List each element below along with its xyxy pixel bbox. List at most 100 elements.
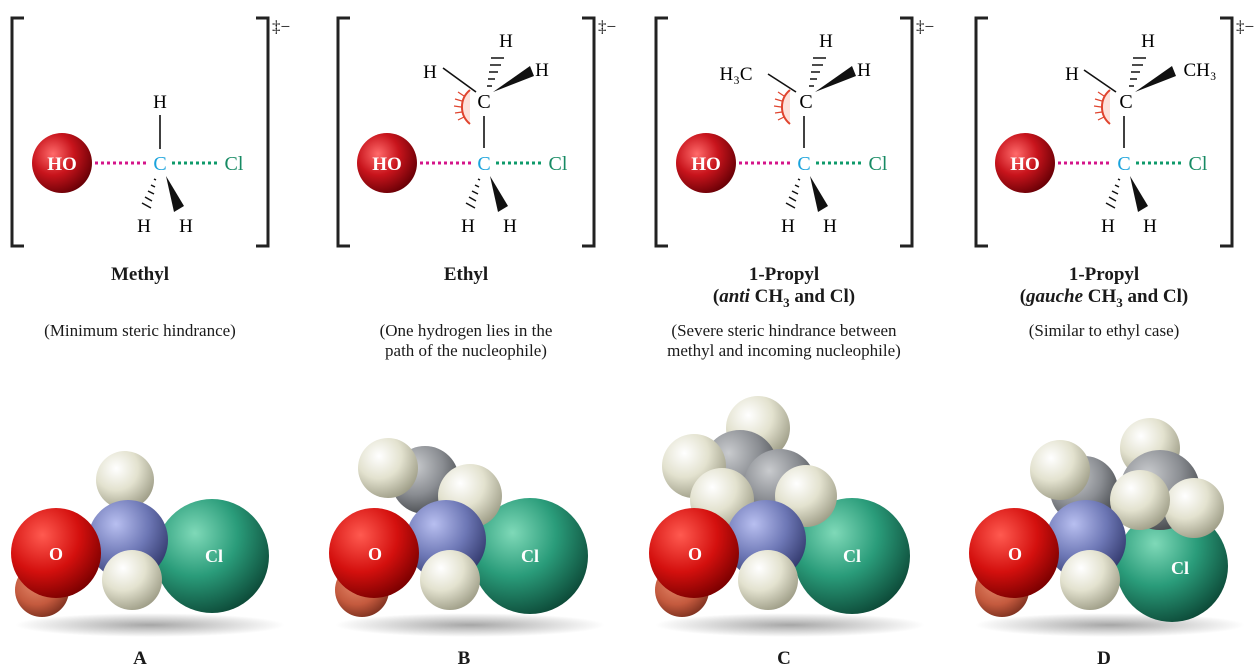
panel-note-ethyl: (One hydrogen lies in the path of the nu… — [316, 321, 616, 361]
title-line: Ethyl — [443, 264, 489, 285]
shadow — [975, 613, 1245, 637]
oxygen-label: O — [49, 544, 63, 564]
note-line: path of the nucleophile) — [385, 341, 547, 360]
oxygen-label: O — [688, 544, 702, 564]
carbon-label: C — [477, 153, 490, 175]
wedge-bond — [1135, 66, 1176, 92]
h-label: H — [423, 62, 437, 83]
ho-label: HO — [691, 154, 721, 175]
methyl-transition-state: HO C Cl H H H — [32, 92, 244, 237]
panel-title-propyl-anti: 1-Propyl (anti CH3 and Cl) — [649, 264, 919, 314]
wedge-bond — [493, 66, 534, 92]
hydrogen-sphere — [738, 550, 798, 610]
carbon-label: C — [477, 91, 490, 113]
oxygen-sphere — [329, 508, 419, 598]
panel-note-propyl-gauche: (Similar to ethyl case) — [954, 321, 1254, 341]
space-filling-model-a: O Cl — [11, 451, 285, 637]
wedge-bond — [1130, 176, 1148, 212]
panel-letter-a: A — [133, 648, 147, 669]
hashed-bond — [809, 57, 826, 87]
wedge-bond — [815, 66, 856, 92]
h-label: H — [1065, 64, 1079, 85]
chlorine-label: Cl — [869, 153, 888, 175]
hydroxide-sphere — [676, 133, 736, 193]
title-line: (gauche CH3 and Cl) — [1019, 286, 1189, 310]
c-ch3-bond — [767, 73, 797, 93]
panel-note-propyl-anti: (Severe steric hindrance between methyl … — [634, 321, 934, 361]
c-h-bond — [1083, 69, 1117, 93]
chlorine-sphere — [155, 499, 269, 613]
charge-label: ‡− — [916, 17, 934, 36]
propyl-anti-transition-state: HO C Cl C H₃C H H H H — [676, 31, 888, 237]
steric-clash-hatch — [1093, 91, 1105, 121]
h-label: H — [535, 60, 549, 81]
note-line: methyl and incoming nucleophile) — [667, 341, 901, 360]
title-line: 1-Propyl — [748, 264, 820, 285]
steric-clash-mark — [780, 89, 791, 125]
panel-title-propyl-gauche: 1-Propyl (gauche CH3 and Cl) — [969, 264, 1239, 314]
hydrogen-sphere — [1030, 440, 1090, 500]
hashed-bond — [141, 178, 157, 209]
hashed-bond — [465, 178, 481, 209]
hydrogen-sphere — [96, 451, 154, 509]
hydroxide-sphere — [995, 133, 1055, 193]
h-label: H — [819, 31, 833, 52]
ho-label: HO — [47, 154, 77, 175]
panel-letter-b: B — [457, 648, 471, 669]
oxygen-sphere — [11, 508, 101, 598]
charge-labels: ‡− ‡− ‡− ‡− — [272, 17, 1254, 36]
panel-letter-c: C — [777, 648, 791, 669]
chlorine-label: Cl — [1171, 558, 1189, 578]
chlorine-sphere — [1116, 510, 1228, 622]
panel-title-ethyl: Ethyl — [331, 264, 601, 286]
ho-label: HO — [1010, 154, 1040, 175]
oxygen-sphere — [649, 508, 739, 598]
carbon-label: C — [1117, 153, 1130, 175]
chlorine-label: Cl — [205, 546, 223, 566]
wedge-bond — [490, 176, 508, 212]
chlorine-sphere — [472, 498, 588, 614]
shadow — [15, 613, 285, 637]
brackets — [10, 16, 1234, 248]
space-filling-model-b: O Cl — [329, 438, 605, 637]
carbon-label: C — [797, 153, 810, 175]
carbon-label: C — [153, 153, 166, 175]
note-line: (One hydrogen lies in the — [379, 321, 553, 340]
hydroxide-sphere — [32, 133, 92, 193]
oxygen-sphere — [969, 508, 1059, 598]
note-line: (Minimum steric hindrance) — [44, 321, 236, 340]
hydroxide-sphere — [357, 133, 417, 193]
charge-label: ‡− — [272, 17, 290, 36]
h-label: H — [461, 216, 475, 237]
carbon-label: C — [1119, 91, 1132, 113]
wedge-bond — [166, 176, 184, 212]
panel-letter-d: D — [1097, 648, 1111, 669]
methyl-label: H₃C — [719, 64, 752, 85]
oxygen-label: O — [1008, 544, 1022, 564]
h-label: H — [1101, 216, 1115, 237]
propyl-gauche-transition-state: HO C Cl C H H CH₃ H H — [995, 31, 1217, 237]
ethyl-transition-state: HO C Cl C H H H H H — [357, 31, 568, 237]
h-label: H — [137, 216, 151, 237]
hashed-bond — [1129, 57, 1146, 87]
hashed-bond — [487, 57, 504, 87]
c-h-bond — [442, 67, 477, 93]
h-label: H — [1143, 216, 1157, 237]
ho-label: HO — [372, 154, 402, 175]
chlorine-label: Cl — [549, 153, 568, 175]
charge-label: ‡− — [598, 17, 616, 36]
shadow — [335, 613, 605, 637]
panel-note-methyl: (Minimum steric hindrance) — [0, 321, 290, 341]
title-line: Methyl — [110, 264, 170, 285]
steric-clash-mark — [1100, 89, 1111, 125]
hashed-bond — [785, 178, 801, 209]
hydrogen-sphere — [1164, 478, 1224, 538]
h-label: H — [153, 92, 167, 113]
panel-title-methyl: Methyl — [5, 264, 275, 286]
wedge-bond — [810, 176, 828, 212]
steric-clash-hatch — [453, 91, 465, 121]
title-line: (anti CH3 and Cl) — [712, 286, 856, 310]
h-label: H — [499, 31, 513, 52]
oxygen-label: O — [368, 544, 382, 564]
note-line: (Severe steric hindrance between — [671, 321, 897, 340]
